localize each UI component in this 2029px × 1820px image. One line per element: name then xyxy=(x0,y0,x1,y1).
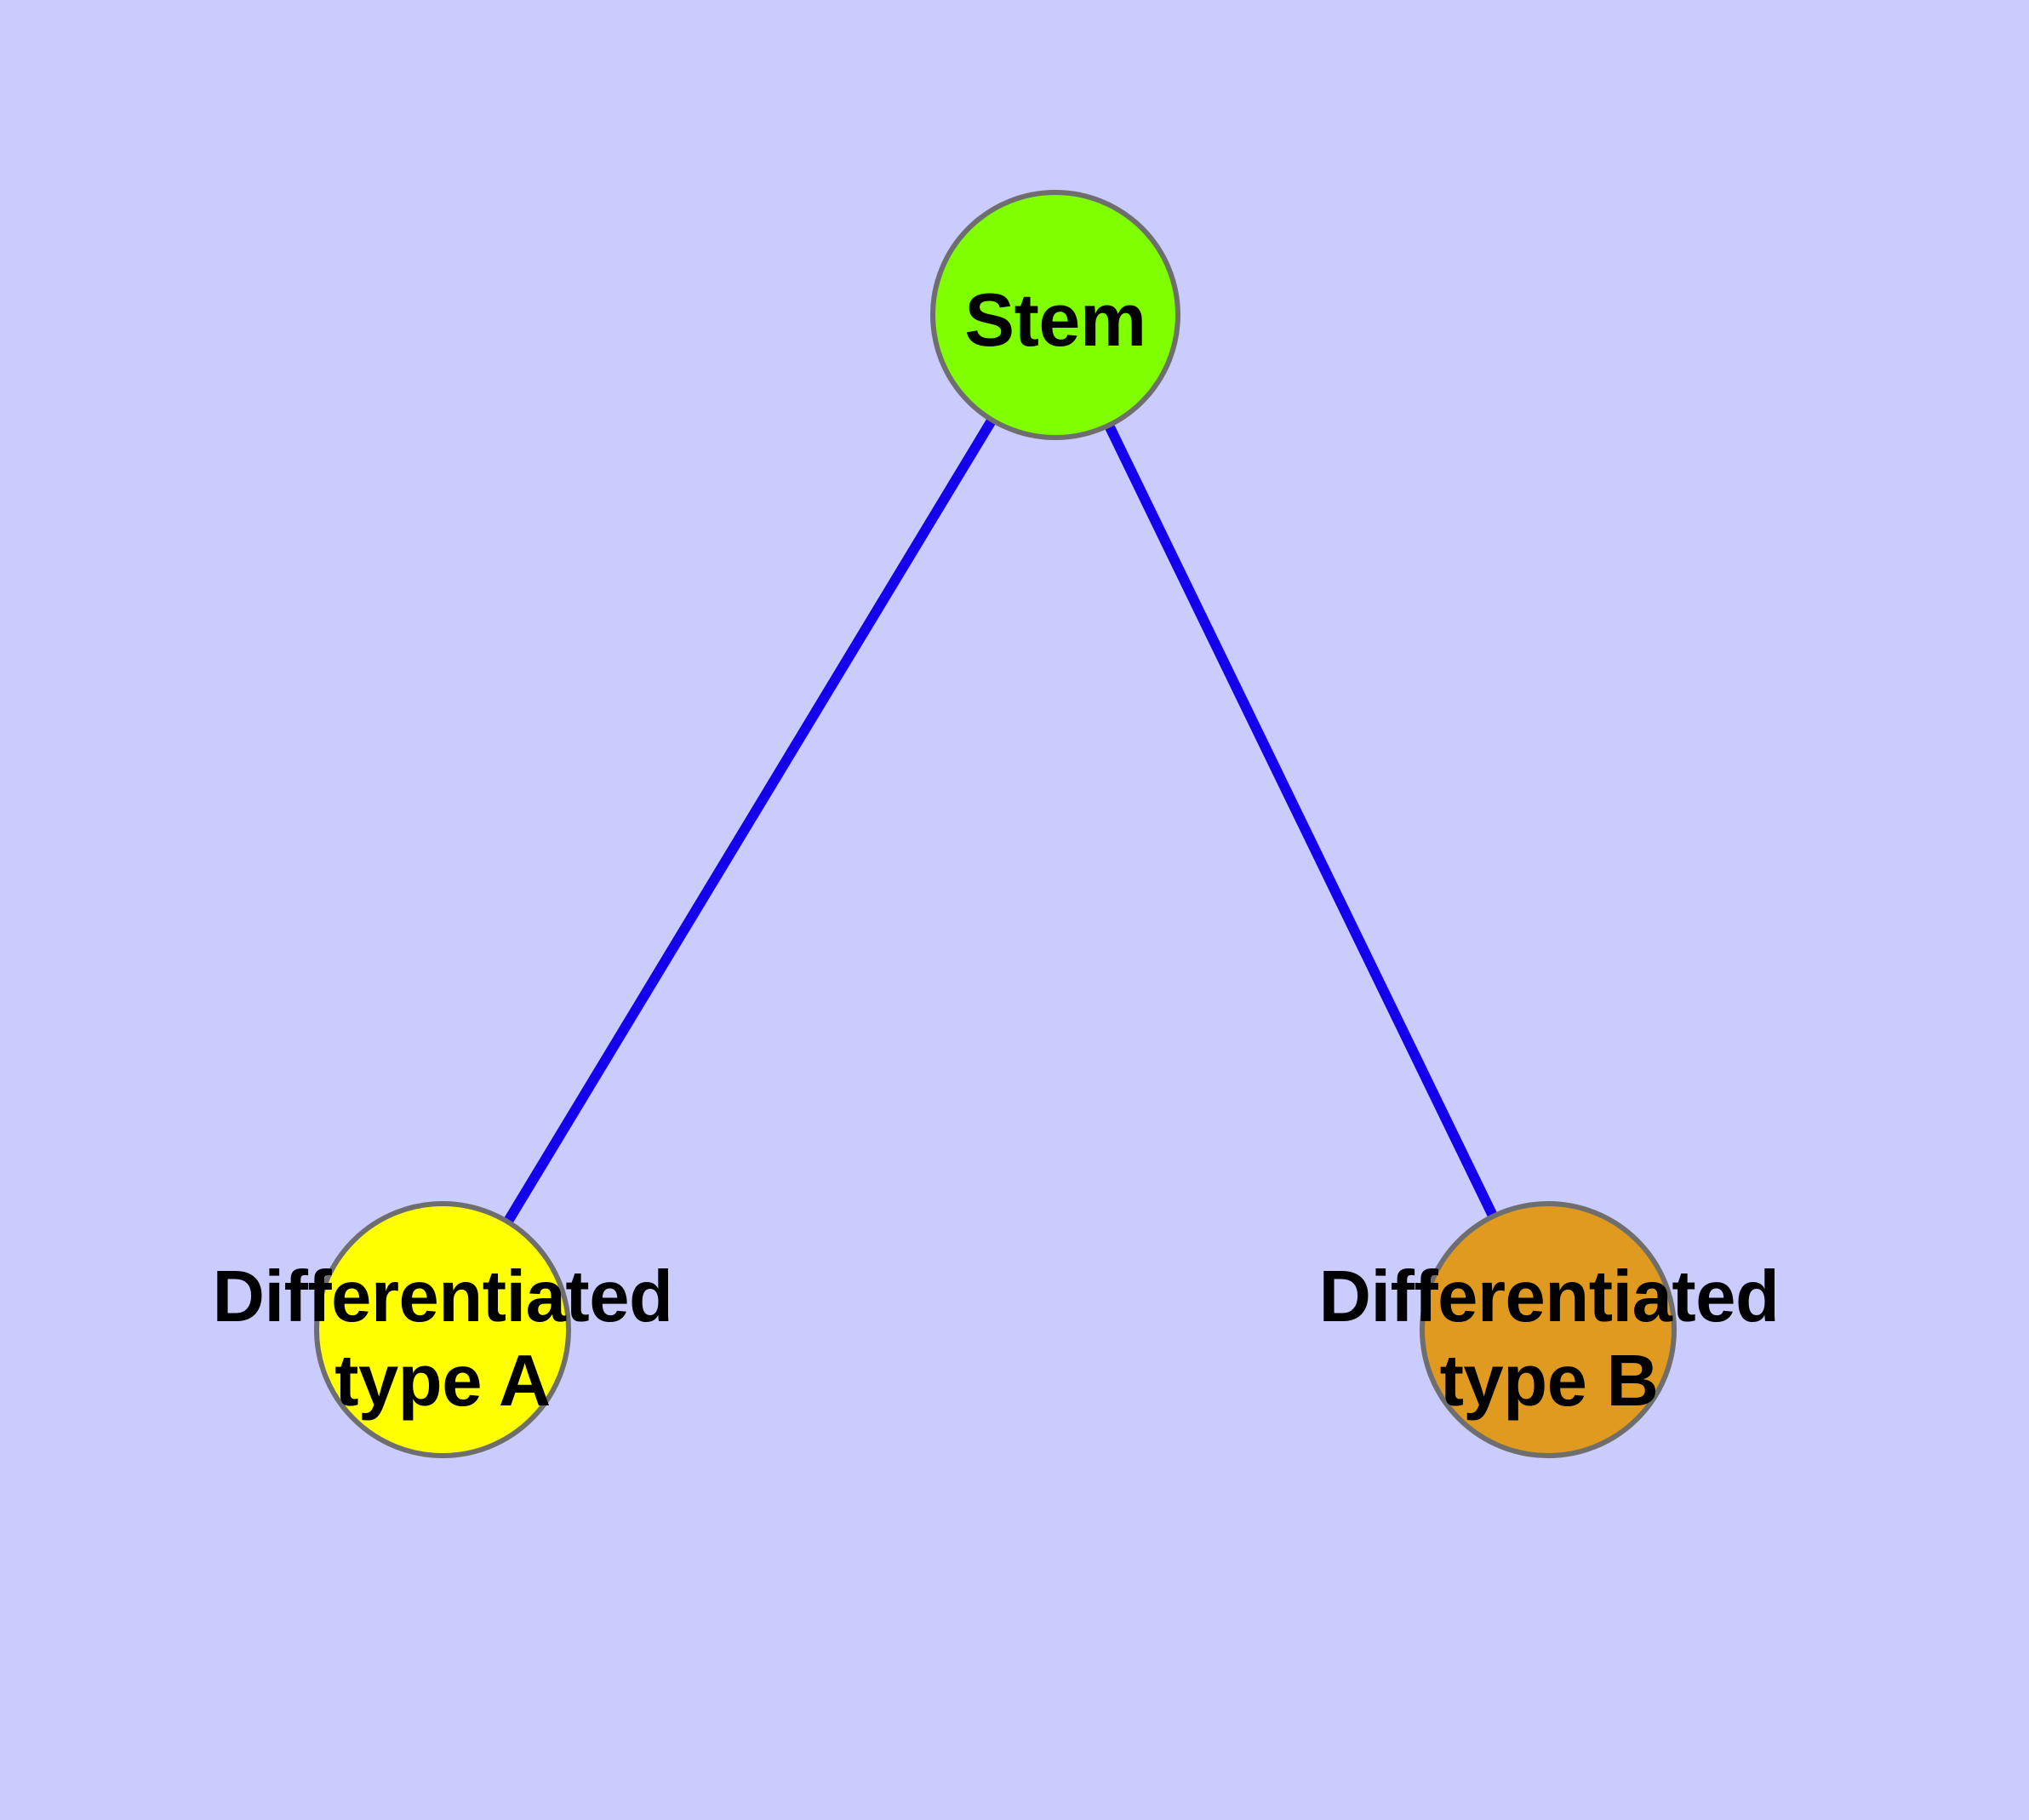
node-differentiated-type-b[interactable] xyxy=(1420,1201,1677,1458)
node-stem[interactable] xyxy=(930,190,1180,440)
edge-stem-to-differentiated-type-a xyxy=(437,312,1060,1333)
node-differentiated-type-a[interactable] xyxy=(314,1201,571,1458)
edge-stem-to-differentiated-type-b xyxy=(1050,312,1553,1332)
